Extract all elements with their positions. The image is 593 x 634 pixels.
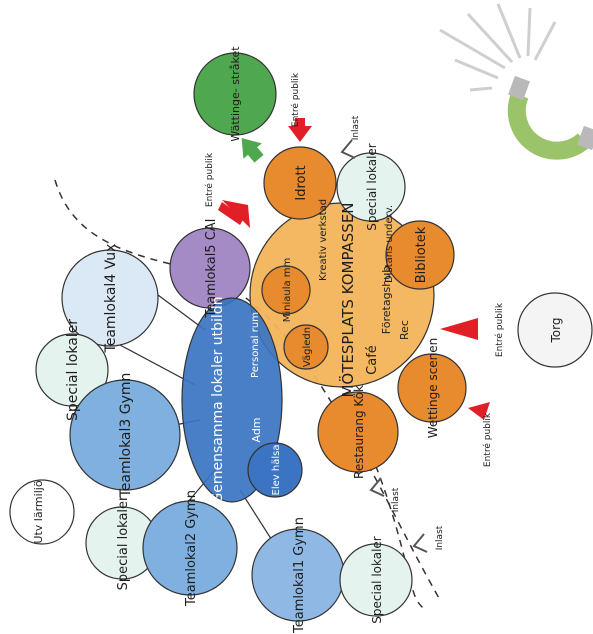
special-lokaler-3-label: Special lokaler	[365, 143, 379, 231]
miniaula-circle	[261, 265, 311, 315]
teamlokal4-label: Teamlokal4 Vux	[103, 244, 119, 354]
wettinge-scenen-circle	[397, 353, 467, 423]
teamlokal5-label: Teamlokal5 CAI	[204, 218, 219, 318]
elevhalsa-circle	[247, 442, 303, 498]
teamlokal4-circle	[61, 249, 159, 347]
special-lokaler-1-circle	[35, 333, 109, 407]
wettinge-scenen-label: Wettinge scenen	[426, 338, 440, 439]
special-lokaler-4-label: Special lokaler	[370, 536, 384, 624]
entre-publik-annotation-1: Entré publik	[290, 72, 301, 127]
teamlokal1-label: Teamlokal1 Gymn	[292, 517, 307, 634]
inlast-annotation-1: Inlast	[351, 115, 361, 140]
elevhalsa-label: Elev hälsa	[271, 445, 282, 496]
kreativ-verkstad-label: Kreativ verkstad	[318, 199, 329, 281]
red-arrow-large-icon	[218, 200, 250, 228]
teamlokal2-label: Teamlokal2 Gymn	[184, 490, 199, 607]
special-lokaler-1-label: Special lokaler	[65, 319, 81, 421]
site-boundary-line	[54, 179, 441, 601]
vagledn-label: Vägledn	[302, 327, 313, 367]
restaurang-circle	[317, 391, 399, 473]
utv-label-1: Utv lärmiljö	[32, 480, 45, 543]
entre-publik-annotation-2: Entré publik	[204, 152, 215, 207]
adm-label: Adm	[250, 417, 263, 442]
inlast-chevron-icon-1	[340, 139, 356, 159]
entre-publik-annotation-3: Entré publik	[494, 302, 505, 357]
torg-circle	[517, 292, 593, 368]
red-arrow-bottom-icon	[468, 402, 490, 420]
cafe-label: Café	[365, 345, 380, 375]
inlast-chevron-icon-2	[369, 477, 385, 497]
gemensamma-label: Gemensamma lokaler utbildn	[210, 296, 226, 503]
green-arrow-icon	[241, 138, 264, 163]
idrott-label: Idrott	[294, 165, 309, 200]
teamlokal3-label: Teamlokal3 Gymn	[118, 373, 134, 499]
special-lokaler-4-circle	[339, 543, 413, 617]
teamlokal3-circle	[69, 379, 181, 491]
bibliotek-circle	[385, 220, 455, 290]
foretagshub-label: Företagshub	[380, 266, 393, 334]
red-arrow-icon	[288, 118, 312, 142]
teamlokal2-circle	[142, 500, 238, 596]
special-lokaler-2-label: Special lokaler	[116, 495, 131, 590]
inlast-annotation-2: Inlast	[391, 487, 401, 512]
entre-publik-annotation-4: Entré publik	[482, 412, 493, 467]
idrott-circle	[263, 146, 337, 220]
vagledn-circle	[283, 324, 329, 370]
wattingestraket-circle	[193, 52, 277, 136]
wattingestraket-label: Wättinge- stråket	[229, 46, 242, 142]
inlast-chevron-icon-3	[412, 533, 428, 553]
red-arrow-right-icon	[440, 318, 478, 340]
personal-rum-label: Personal rum	[250, 312, 261, 378]
rec-label: Rec	[398, 320, 411, 340]
distans-label: Distans underv.	[384, 205, 395, 283]
special-lokaler-3-circle	[336, 152, 406, 222]
magnet-icon	[439, 3, 593, 160]
utv-larmiljo-circle	[9, 479, 75, 545]
restaurang-label: Restaurang Kök	[352, 385, 366, 479]
torg-label: Torg	[549, 318, 563, 344]
miniaula-label: Miniaula mm	[282, 258, 293, 323]
bibliotek-label: Bibliotek	[414, 226, 429, 283]
inlast-annotation-3: Inlast	[435, 525, 445, 550]
motesplats-label: MÖTESPLATS KOMPASSEN	[338, 202, 357, 397]
